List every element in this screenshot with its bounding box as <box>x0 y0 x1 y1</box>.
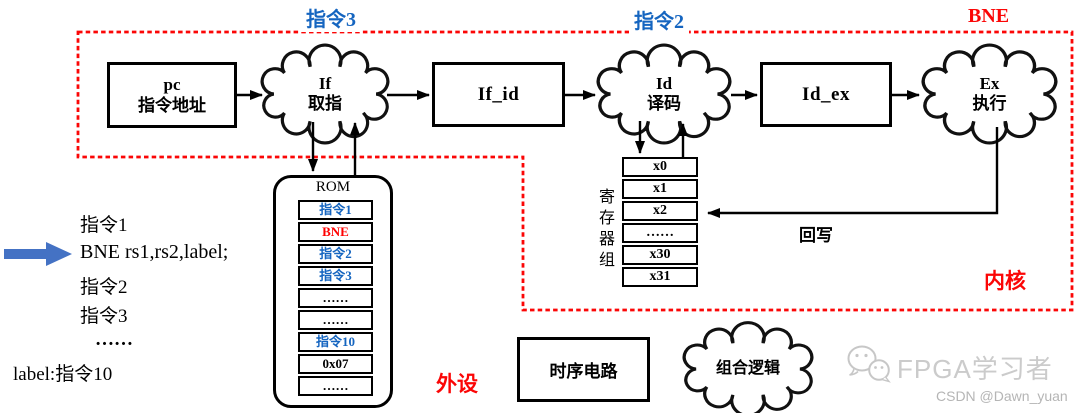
ifid-register-box: If_id <box>432 62 565 127</box>
register-cell: x0 <box>622 157 698 177</box>
rom-cell: …… <box>298 288 373 308</box>
pc-box: pc 指令地址 <box>107 62 237 128</box>
program-line-bne: BNE rs1,rs2,label; <box>80 241 229 263</box>
phase-label-bne: BNE <box>963 5 1015 28</box>
rom-cell: BNE <box>298 222 373 242</box>
kernel-label: 内核 <box>984 269 1026 293</box>
if-stage-cloud: If 取指 <box>260 43 390 145</box>
rom-cell: 0x07 <box>298 354 373 374</box>
writeback-label: 回写 <box>799 226 833 245</box>
id-stage-name-cn: 译码 <box>647 94 681 113</box>
idex-label: Id_ex <box>802 83 850 105</box>
ex-stage-cloud: Ex 执行 <box>921 43 1058 145</box>
combinational-logic-label: 组合逻辑 <box>715 360 780 378</box>
register-cell: x2 <box>622 201 698 221</box>
peripheral-label: 外设 <box>436 372 478 396</box>
phase-label-instr2: 指令2 <box>629 5 689 34</box>
sequential-circuit-label: 时序电路 <box>549 362 618 381</box>
rom-cell: 指令10 <box>298 332 373 352</box>
wechat-icon <box>847 345 891 383</box>
register-cell: x1 <box>622 179 698 199</box>
pc-box-title: pc <box>163 74 181 94</box>
register-cell: x31 <box>622 267 698 287</box>
program-line: 指令3 <box>80 306 128 327</box>
rom-cell-list: 指令1 BNE 指令2 指令3 …… …… 指令10 0x07 …… <box>298 200 373 398</box>
watermark-credit: CSDN @Dawn_yuan <box>936 388 1068 404</box>
idex-register-box: Id_ex <box>760 62 892 127</box>
ex-stage-name-cn: 执行 <box>972 94 1007 113</box>
if-stage-name: If <box>318 73 332 93</box>
rom-cell: 指令3 <box>298 266 373 286</box>
current-instruction-pointer <box>4 242 72 266</box>
program-line: …… <box>95 329 133 350</box>
pc-box-subtitle: 指令地址 <box>138 96 206 115</box>
combinational-logic-legend: 组合逻辑 <box>682 320 814 413</box>
arrow-writeback <box>707 127 999 218</box>
ifid-label: If_id <box>477 83 520 105</box>
register-file: x0 x1 x2 …… x30 x31 <box>622 157 698 289</box>
program-line: 指令1 <box>80 215 128 236</box>
id-stage-cloud: Id 译码 <box>596 43 732 145</box>
program-line: label:指令10 <box>13 364 113 385</box>
watermark-brand: FPGA学习者 <box>897 354 1053 384</box>
register-cell: …… <box>622 223 698 243</box>
register-cell: x30 <box>622 245 698 265</box>
sequential-circuit-legend: 时序电路 <box>517 337 650 402</box>
phase-label-instr3: 指令3 <box>301 3 361 32</box>
if-stage-name-cn: 取指 <box>308 94 342 113</box>
rom-title: ROM <box>315 179 351 195</box>
rom-cell: …… <box>298 310 373 330</box>
ex-stage-name: Ex <box>979 73 1000 93</box>
rom-cell: 指令2 <box>298 244 373 264</box>
program-line: 指令2 <box>80 277 128 298</box>
register-file-label: 寄存器组 <box>596 188 613 272</box>
id-stage-name: Id <box>655 73 673 93</box>
rom-cell: …… <box>298 376 373 396</box>
rom-cell: 指令1 <box>298 200 373 220</box>
